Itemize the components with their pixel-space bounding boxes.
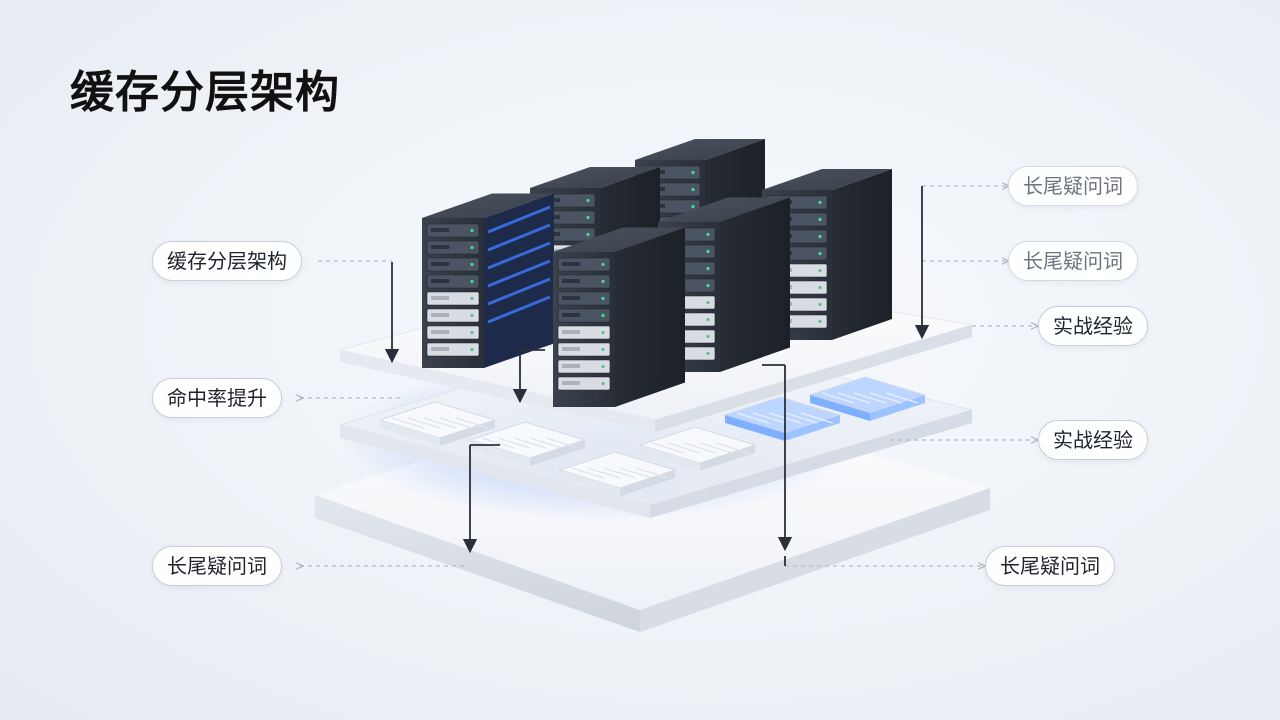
server-rack bbox=[422, 193, 554, 368]
label-practical-experience-1: 实战经验 bbox=[1038, 306, 1148, 346]
flow-arrows bbox=[384, 186, 930, 566]
label-long-tail-query-right-2: 长尾疑问词 bbox=[1008, 241, 1138, 281]
dashed-connectors bbox=[300, 186, 1035, 566]
label-long-tail-query-right-bottom: 长尾疑问词 bbox=[985, 546, 1115, 586]
storage-module bbox=[378, 401, 497, 446]
server-rack bbox=[553, 227, 685, 407]
label-cache-tier-architecture: 缓存分层架构 bbox=[152, 241, 302, 281]
label-long-tail-query-left: 长尾疑问词 bbox=[152, 546, 282, 586]
label-long-tail-query-right-1: 长尾疑问词 bbox=[1008, 166, 1138, 206]
storage-module bbox=[723, 396, 842, 441]
storage-module bbox=[468, 421, 587, 466]
label-practical-experience-2: 实战经验 bbox=[1038, 420, 1148, 460]
page-title: 缓存分层架构 bbox=[70, 67, 340, 118]
server-racks bbox=[422, 139, 892, 407]
storage-modules bbox=[378, 376, 927, 496]
label-hit-rate-improvement: 命中率提升 bbox=[152, 378, 282, 418]
storage-module bbox=[808, 376, 927, 421]
storage-module bbox=[558, 451, 677, 496]
storage-module bbox=[638, 426, 757, 471]
